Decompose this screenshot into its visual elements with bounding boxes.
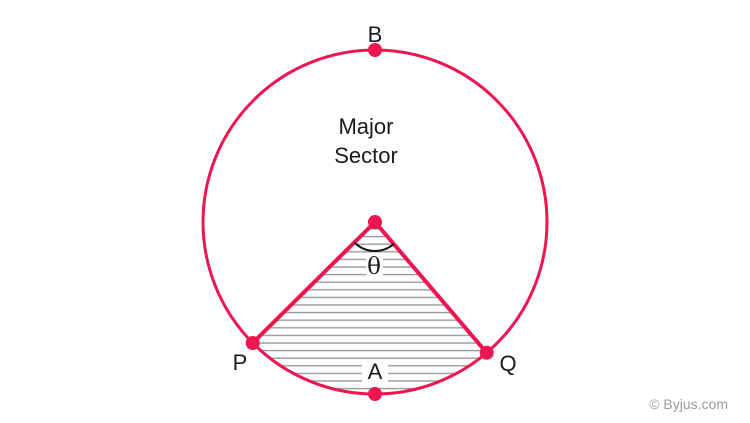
major-sector-label-line2: Sector [334,143,398,168]
label-p: P [233,350,248,375]
theta-label: θ [367,254,381,280]
point-dot-b [368,43,382,57]
label-a: A [368,359,383,384]
label-a-mask [362,361,388,382]
byjus-watermark: © Byjus.com [649,396,728,412]
minor-sector-hatch [252,222,487,395]
angle-arc [353,241,395,252]
center-dot [368,215,382,229]
point-dot-a [368,387,382,401]
major-sector-label-line1: Major [338,114,393,139]
label-b: B [368,22,383,47]
point-dot-q [479,345,494,360]
theta-label-mask [366,253,383,277]
label-q: Q [499,351,516,376]
radius-center-to-p [250,220,377,345]
point-dot-p [245,336,260,350]
